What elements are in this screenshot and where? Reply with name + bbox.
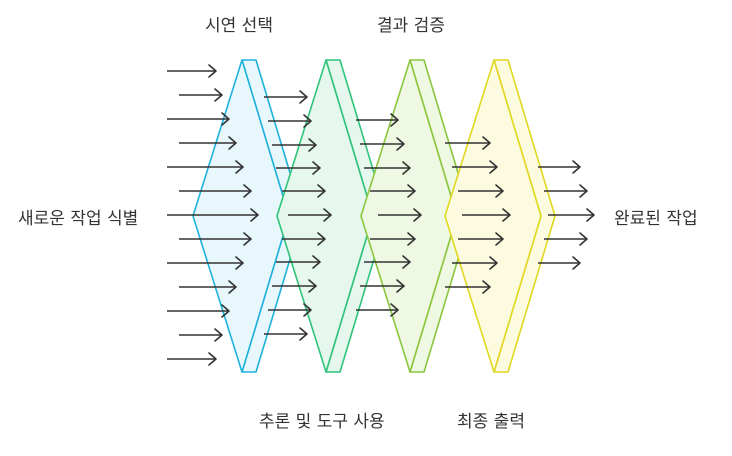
- stage1-arrow: [264, 90, 308, 104]
- stage2-arrow: [370, 184, 416, 198]
- stage2-arrow: [370, 232, 416, 246]
- stage3-arrow: [452, 160, 498, 174]
- stage1-arrow: [272, 279, 317, 293]
- stage-label-result-verification: 결과 검증: [377, 16, 445, 36]
- stage-label-demo-selection: 시연 선택: [205, 16, 273, 36]
- input-arrow: [167, 304, 230, 318]
- input-arrow: [167, 160, 244, 174]
- stage2-arrow: [364, 255, 411, 269]
- stage2-arrow: [364, 161, 411, 175]
- stage1-arrow: [272, 138, 317, 152]
- output-arrow: [538, 256, 581, 270]
- output-arrow: [548, 208, 595, 222]
- output-label: 완료된 작업: [614, 209, 698, 229]
- output-arrow: [544, 232, 588, 246]
- stage2-arrow: [356, 113, 399, 127]
- stage2-arrow: [356, 303, 399, 317]
- stage1-arrow: [282, 232, 326, 246]
- input-arrow: [179, 328, 223, 342]
- stage1-arrow: [288, 208, 332, 222]
- input-arrow: [179, 136, 237, 150]
- input-label: 새로운 작업 식별: [18, 209, 139, 229]
- stage3-arrow: [462, 208, 511, 222]
- stage-label-final-output: 최종 출력: [457, 412, 525, 432]
- stage3-arrow: [452, 256, 498, 270]
- stage2-arrow: [378, 208, 422, 222]
- stage2-arrow: [360, 137, 405, 151]
- input-arrow: [167, 352, 217, 366]
- stage1-arrow: [268, 303, 312, 317]
- stage1-arrow: [276, 255, 321, 269]
- input-arrow: [179, 88, 223, 102]
- stage1-arrow: [268, 114, 312, 128]
- input-arrow: [179, 280, 237, 294]
- input-arrow: [167, 208, 259, 222]
- stage3-arrow: [445, 280, 491, 294]
- output-arrow: [544, 184, 588, 198]
- input-arrow: [179, 184, 252, 198]
- stage-label-reasoning-tool-use: 추론 및 도구 사용: [259, 412, 385, 432]
- input-arrow: [167, 64, 217, 78]
- stage3-arrow: [445, 136, 491, 150]
- input-arrow: [167, 112, 230, 126]
- stage1-arrow: [282, 184, 326, 198]
- chevron-final-output: [444, 59, 556, 373]
- output-arrow: [538, 160, 581, 174]
- input-arrow: [167, 256, 244, 270]
- stage3-arrow: [458, 184, 504, 198]
- stage3-arrow: [458, 232, 504, 246]
- stage1-arrow: [276, 161, 321, 175]
- input-arrow: [179, 232, 252, 246]
- stage2-arrow: [360, 279, 405, 293]
- stage1-arrow: [264, 327, 308, 341]
